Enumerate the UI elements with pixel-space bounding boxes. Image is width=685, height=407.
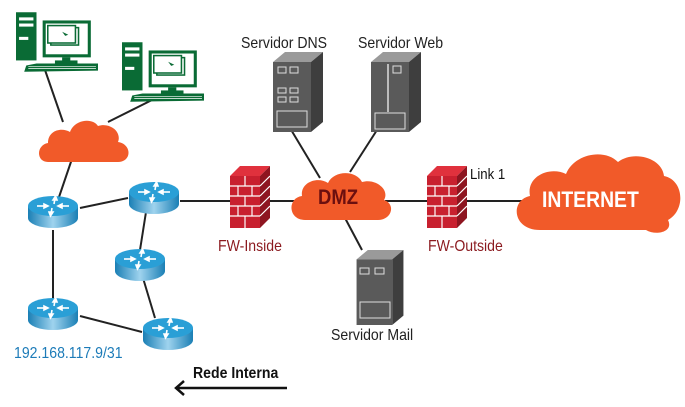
router-icon <box>114 248 166 282</box>
edge-router-d-router-e <box>79 315 143 333</box>
ip-address-label: 192.168.117.9/31 <box>14 345 123 362</box>
firewall-inside-icon <box>230 166 270 228</box>
edge-router-a-router-b <box>79 197 129 209</box>
internal-network-label: Rede Interna <box>193 365 279 382</box>
mail-server-label: Servidor Mail <box>331 327 414 344</box>
internet-label: INTERNET <box>542 187 639 212</box>
web-server-icon <box>371 52 421 132</box>
internet-cloud-icon <box>516 154 681 233</box>
edge-router-b-router-c <box>139 211 147 251</box>
edge-pc1-cloud <box>44 69 64 123</box>
router-icon <box>27 297 79 331</box>
fw-inside-label: FW-Inside <box>218 238 282 255</box>
edge-dmz-dns <box>289 127 321 179</box>
lan-cloud-icon <box>39 120 129 162</box>
dmz-cloud-icon <box>291 173 392 220</box>
dns-server-label: Servidor DNS <box>241 35 328 52</box>
fw-outside-label: FW-Outside <box>428 238 503 255</box>
dns-server-icon <box>273 52 323 132</box>
workstation-icon <box>16 12 98 73</box>
edge-dmz-mail <box>344 217 363 251</box>
firewall-outside-icon <box>427 166 467 228</box>
edge-dmz-web <box>349 129 378 173</box>
edge-pc2-cloud <box>107 99 153 123</box>
router-icon <box>142 317 194 351</box>
mail-server-icon <box>356 250 404 325</box>
web-server-label: Servidor Web <box>358 35 444 52</box>
left-arrow-icon <box>174 380 287 396</box>
link-label: Link 1 <box>470 166 506 183</box>
workstation-icon <box>122 42 204 103</box>
router-icon <box>27 195 79 229</box>
dmz-label: DMZ <box>318 186 359 209</box>
router-icon <box>128 181 180 215</box>
edge-router-c-router-e <box>142 277 156 319</box>
